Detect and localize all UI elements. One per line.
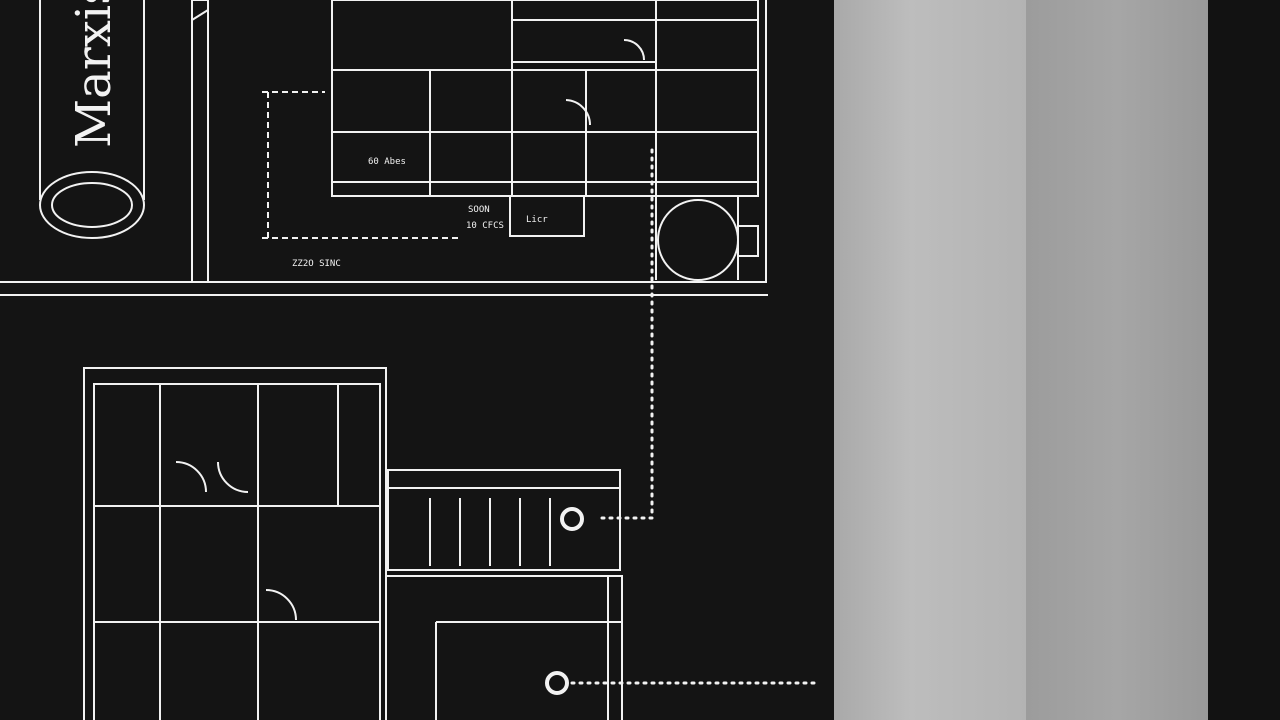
dotted-connector bbox=[598, 148, 654, 520]
dark-strip bbox=[1208, 0, 1280, 720]
size-label: SOON bbox=[468, 205, 490, 215]
hatch-1 bbox=[191, 9, 209, 21]
dimension-line bbox=[262, 91, 460, 239]
door-label: Licr bbox=[526, 215, 548, 225]
concrete-panel-left bbox=[834, 0, 1026, 720]
stair-block bbox=[509, 196, 585, 237]
round-room-box bbox=[655, 196, 759, 280]
bottom-plan-southeast bbox=[385, 575, 623, 720]
room-label: 60 Abes bbox=[368, 157, 406, 167]
connector-node-top bbox=[560, 507, 584, 531]
bottom-plan-east-lines bbox=[388, 487, 620, 566]
bottom-plan-main bbox=[83, 367, 387, 720]
badge-text: Marxis bbox=[66, 0, 122, 148]
bottom-plan-east bbox=[387, 469, 621, 571]
connector-node-bottom bbox=[545, 671, 569, 695]
hatched-column bbox=[191, 0, 209, 283]
door-arcs bbox=[175, 39, 645, 621]
size-sub-label: 10 CFCS bbox=[466, 221, 504, 231]
top-plan-frame bbox=[0, 0, 767, 283]
scroll-end-inner bbox=[51, 182, 133, 228]
top-building-rooms bbox=[332, 0, 758, 196]
bottom-plan-inner bbox=[93, 383, 381, 720]
bottom-plan-rooms bbox=[94, 384, 380, 720]
scroll-badge bbox=[39, 0, 145, 200]
scroll-end bbox=[39, 171, 145, 239]
bottom-label: ZZ2O SINC bbox=[292, 259, 341, 269]
concrete-panel-right bbox=[1026, 0, 1208, 720]
top-building bbox=[331, 0, 759, 197]
bottom-plan-southeast-lines bbox=[435, 576, 622, 720]
round-room bbox=[657, 199, 739, 281]
